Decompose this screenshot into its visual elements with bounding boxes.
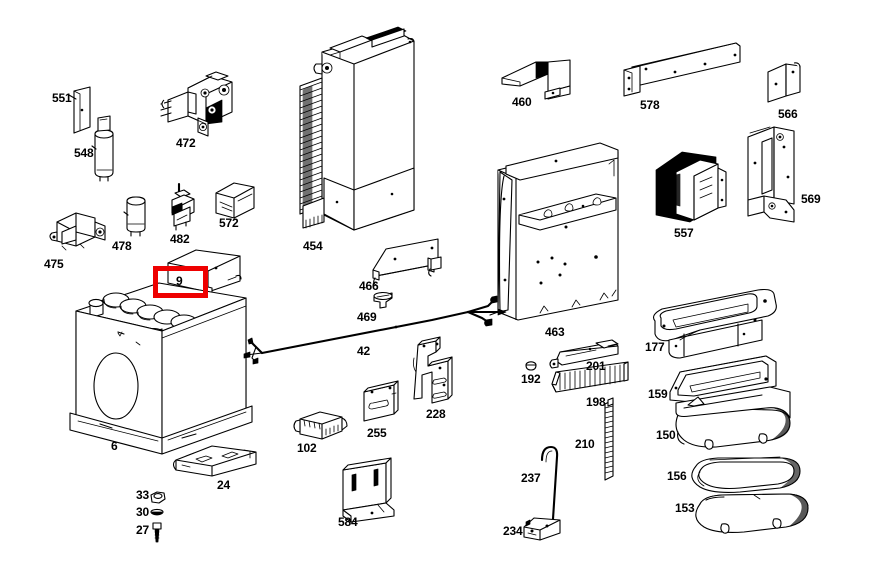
part-24-shape: [172, 445, 257, 477]
part-255-shape: [363, 380, 399, 422]
callout-102: 102: [297, 441, 317, 455]
callout-201: 201: [586, 359, 606, 373]
callout-475: 475: [44, 257, 64, 271]
callout-466: 466: [359, 279, 379, 293]
callout-9: 9: [176, 274, 183, 288]
callout-42: 42: [357, 344, 370, 358]
callout-472: 472: [176, 136, 196, 150]
callout-469: 469: [357, 310, 377, 324]
part-572-shape: [215, 182, 255, 219]
callout-584: 584: [338, 515, 358, 529]
callout-210: 210: [575, 437, 595, 451]
part-463-shape: [489, 142, 619, 321]
callout-234: 234: [503, 524, 523, 538]
callout-6: 6: [111, 439, 118, 453]
part-548-shape: [91, 115, 114, 182]
part-472-shape: [160, 71, 233, 137]
callout-198: 198: [586, 395, 606, 409]
part-551-shape: [68, 86, 91, 134]
callout-548: 548: [74, 146, 94, 160]
part-460-shape: [501, 59, 571, 100]
callout-150: 150: [656, 428, 676, 442]
part-228-shape: [412, 336, 453, 404]
part-578-shape: [623, 42, 741, 97]
part-6-shape: [69, 282, 253, 455]
part-557-shape: [655, 151, 727, 223]
part-569-shape: [747, 126, 795, 223]
part-466-shape: [372, 238, 442, 286]
part-33-shape: [150, 491, 166, 504]
callout-156: 156: [667, 469, 687, 483]
callout-572: 572: [219, 216, 239, 230]
callout-478: 478: [112, 239, 132, 253]
part-177-shape: [653, 288, 777, 359]
part-156-shape: [691, 456, 801, 493]
part-27-shape: [152, 522, 162, 543]
part-102-shape: [293, 411, 348, 440]
part-478-shape: [123, 196, 146, 237]
callout-27: 27: [136, 523, 149, 537]
part-237-shape: [540, 445, 559, 521]
callout-460: 460: [512, 95, 532, 109]
callout-569: 569: [801, 192, 821, 206]
callout-454: 454: [303, 239, 323, 253]
callout-228: 228: [426, 407, 446, 421]
part-42-shape: [243, 295, 507, 365]
callout-30: 30: [136, 505, 149, 519]
callout-237: 237: [521, 471, 541, 485]
callout-159: 159: [648, 387, 668, 401]
callout-482: 482: [170, 232, 190, 246]
callout-566: 566: [778, 107, 798, 121]
part-566-shape: [767, 62, 801, 103]
part-201-shape: [549, 339, 619, 369]
callout-551: 551: [52, 91, 72, 105]
part-475-shape: [49, 212, 106, 251]
part-192-shape: [525, 361, 537, 371]
callout-255: 255: [367, 426, 387, 440]
part-30-shape: [150, 508, 164, 516]
part-210-shape: [604, 397, 614, 481]
part-584-shape: [342, 457, 395, 523]
callout-557: 557: [674, 226, 694, 240]
part-482-shape: [171, 182, 195, 231]
callout-177: 177: [645, 340, 665, 354]
callout-153: 153: [675, 501, 695, 515]
part-469-shape: [373, 291, 393, 309]
part-198-shape: [551, 361, 629, 393]
callout-192: 192: [521, 372, 541, 386]
callout-463: 463: [545, 325, 565, 339]
part-234-shape: [523, 517, 561, 541]
part-150-shape: [675, 386, 791, 450]
part-454-shape: [299, 26, 415, 231]
callout-33: 33: [136, 488, 149, 502]
callout-24: 24: [217, 478, 230, 492]
part-153-shape: [695, 493, 809, 534]
callout-578: 578: [640, 98, 660, 112]
